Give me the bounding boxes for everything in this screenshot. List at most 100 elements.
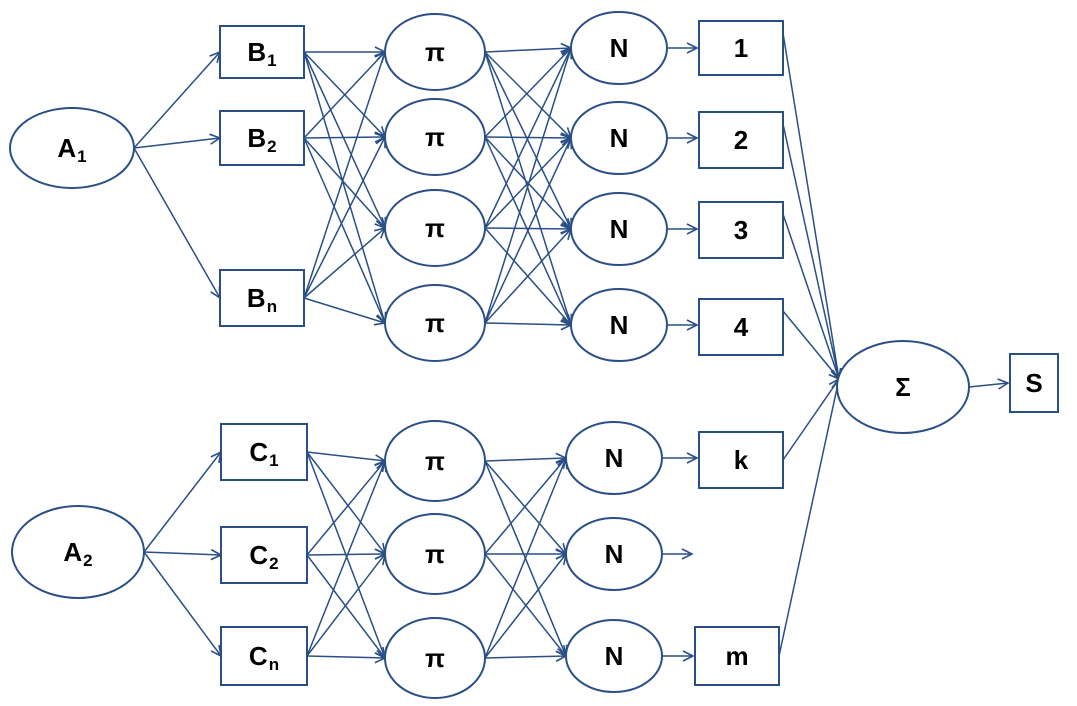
node-ellipse — [565, 517, 663, 591]
edge-arrow — [484, 323, 571, 325]
node-box — [220, 626, 308, 686]
edge-arrow — [143, 452, 221, 553]
node-label: B2 — [247, 123, 276, 156]
node-b1: B1 — [219, 25, 305, 79]
node-label-main: k — [734, 445, 749, 475]
node-label: π — [425, 539, 445, 569]
node-p1: π — [384, 13, 486, 91]
edge-arrow — [484, 48, 571, 324]
node-label-main: N — [605, 539, 624, 569]
edge-arrow — [484, 51, 571, 325]
edge-arrow — [782, 32, 839, 379]
node-label: C1 — [249, 437, 278, 470]
node-s: S — [1009, 353, 1059, 413]
node-sum: Σ — [836, 340, 970, 434]
node-label: N — [605, 539, 624, 569]
edge-arrow — [303, 52, 385, 139]
node-label-main: N — [610, 33, 629, 63]
node-label: 2 — [734, 125, 748, 155]
node-label: π — [425, 446, 445, 476]
node-label-subscript: 2 — [269, 554, 278, 573]
node-o4: 4 — [698, 298, 784, 356]
node-label: π — [425, 122, 445, 152]
node-bn: Bn — [219, 269, 305, 327]
node-label: π — [425, 213, 445, 243]
node-label-main: C — [249, 641, 268, 671]
edge-arrow — [782, 379, 839, 461]
node-ellipse — [570, 192, 668, 266]
node-c2: C2 — [220, 526, 308, 584]
node-o1: 1 — [698, 20, 784, 76]
edge-arrow — [133, 147, 220, 298]
node-label-main: N — [610, 123, 629, 153]
node-label: π — [425, 37, 445, 67]
edge-arrow — [303, 137, 385, 323]
node-label-main: B — [247, 283, 266, 313]
node-n3: N — [570, 192, 668, 266]
node-ellipse — [11, 505, 145, 599]
edge-arrow — [782, 310, 839, 379]
edge-arrow — [143, 552, 221, 555]
node-ellipse — [565, 421, 663, 495]
edge-arrow — [306, 451, 385, 554]
edge-arrow — [143, 551, 221, 656]
node-o3: 3 — [698, 201, 784, 259]
node-label: Bn — [247, 283, 277, 316]
node-label: Σ — [895, 372, 911, 402]
node-label-main: N — [610, 310, 629, 340]
node-ellipse — [384, 13, 486, 91]
edge-arrow — [484, 51, 571, 229]
node-ellipse — [9, 107, 135, 189]
node-ellipse — [836, 340, 970, 434]
node-box — [698, 111, 784, 169]
edge-arrow — [484, 48, 571, 52]
node-label: A2 — [63, 537, 92, 570]
node-label-subscript: 2 — [267, 137, 276, 156]
node-p7: π — [384, 617, 486, 699]
node-ellipse — [570, 288, 668, 362]
edge-arrow — [778, 379, 839, 657]
node-label-main: 4 — [734, 312, 749, 342]
node-label: N — [610, 33, 629, 63]
edge-arrow — [303, 51, 385, 323]
edge-arrow — [968, 383, 1008, 387]
node-box — [698, 201, 784, 259]
edge-arrow — [484, 138, 571, 324]
edge-arrow — [133, 52, 220, 149]
edge-arrow — [484, 48, 571, 138]
node-box — [698, 298, 784, 356]
node-label: N — [605, 443, 624, 473]
node-box — [1009, 353, 1059, 413]
node-ellipse — [384, 284, 486, 362]
node-label: m — [725, 641, 748, 671]
edge-arrow — [303, 51, 385, 228]
node-label: N — [610, 310, 629, 340]
node-n2: N — [570, 101, 668, 175]
node-ellipse — [384, 420, 486, 502]
node-label-main: π — [425, 446, 445, 476]
node-a1: A1 — [9, 107, 135, 189]
node-label-main: m — [725, 641, 748, 671]
edges-layer — [133, 32, 1008, 658]
node-label-main: π — [425, 643, 445, 673]
node-label: B1 — [247, 37, 276, 70]
node-label: N — [610, 214, 629, 244]
node-label: C2 — [249, 540, 278, 573]
node-label-main: A — [63, 537, 82, 567]
edge-arrow — [484, 228, 571, 229]
edge-arrow — [303, 297, 385, 323]
node-label-main: N — [605, 641, 624, 671]
node-label-subscript: 2 — [83, 551, 92, 570]
edge-arrow — [133, 138, 220, 149]
edge-arrow — [303, 137, 385, 138]
node-label-main: 3 — [734, 215, 748, 245]
node-p2: π — [384, 98, 486, 176]
node-n1: N — [570, 11, 668, 85]
node-label-subscript: n — [267, 297, 277, 316]
node-c1: C1 — [220, 423, 308, 481]
node-b2: B2 — [219, 110, 305, 166]
node-n6: N — [565, 517, 663, 591]
edge-arrow — [306, 554, 385, 657]
node-label-main: π — [425, 308, 445, 338]
